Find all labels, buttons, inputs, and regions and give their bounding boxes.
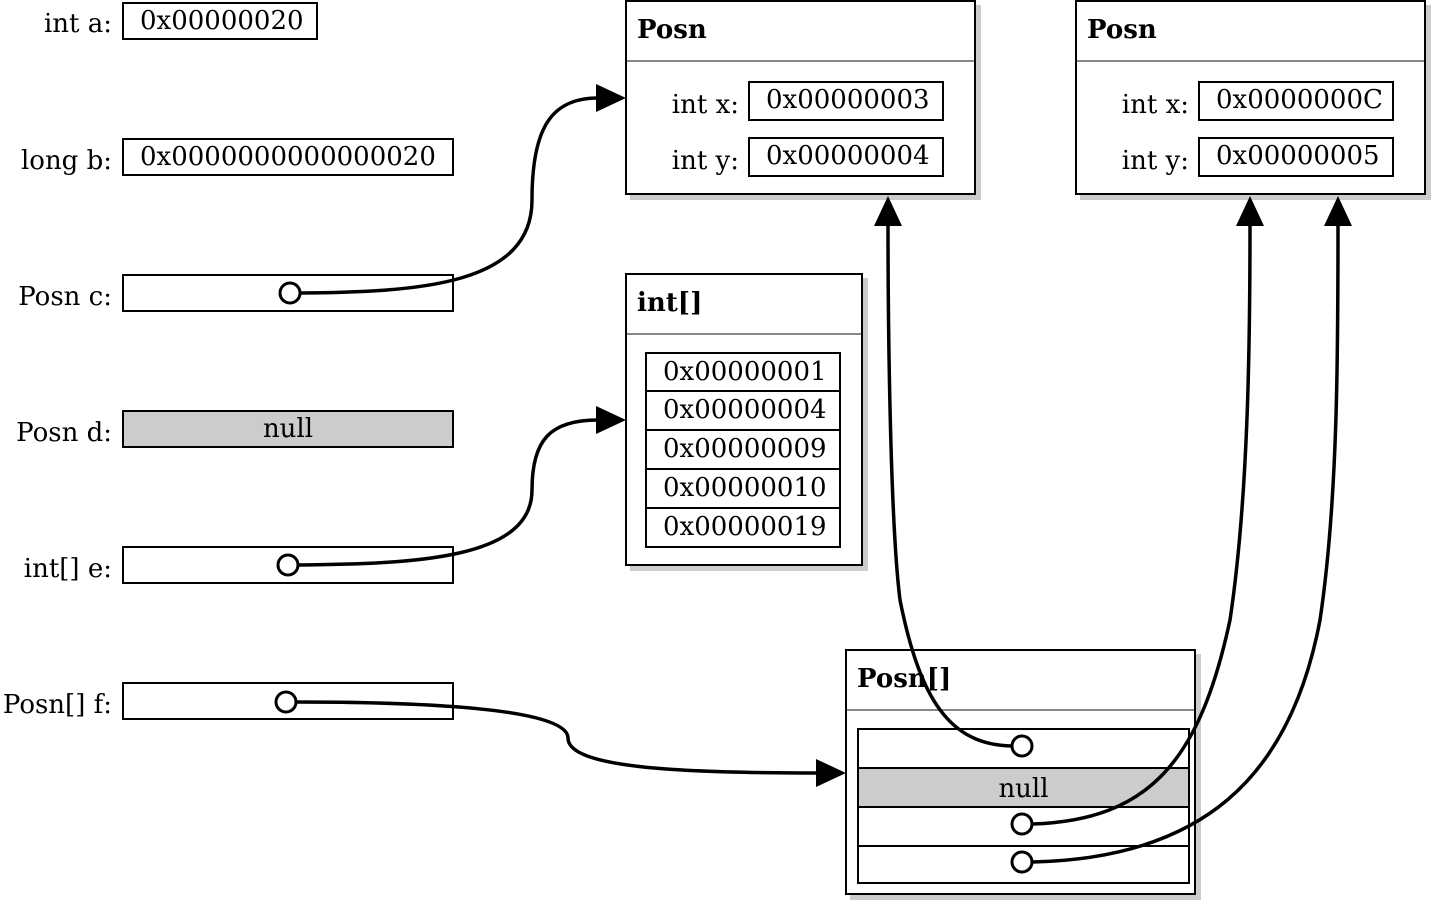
posn-object-2-x-value: 0x0000000C bbox=[1198, 81, 1394, 121]
posn-object-1-x-value: 0x00000003 bbox=[748, 81, 944, 121]
var-f-label: Posn[] f: bbox=[2, 690, 112, 720]
arrowhead-posn1-from-slot0 bbox=[874, 196, 902, 226]
posn-object-1-y-label: int y: bbox=[671, 146, 739, 176]
var-e-reference-box bbox=[122, 546, 454, 584]
posn-object-2-x-label: int x: bbox=[1121, 90, 1189, 120]
var-c-label: Posn c: bbox=[18, 282, 112, 312]
posn-object-2-title: Posn bbox=[1087, 15, 1157, 45]
posn-array-slot-1-null: null bbox=[857, 767, 1190, 808]
var-b-label: long b: bbox=[20, 146, 112, 176]
arrow-c-to-posn1 bbox=[299, 96, 599, 295]
arrowhead-posn2-from-slot2 bbox=[1236, 196, 1264, 226]
var-a-value: 0x00000020 bbox=[122, 2, 318, 40]
var-d-null-value: null bbox=[122, 410, 454, 448]
posn-object-2-y-value: 0x00000005 bbox=[1198, 137, 1394, 177]
int-array-element-2: 0x00000009 bbox=[645, 429, 841, 470]
posn-object-1-y-value: 0x00000004 bbox=[748, 137, 944, 177]
int-array-element-0: 0x00000001 bbox=[645, 352, 841, 392]
var-a-label: int a: bbox=[43, 9, 112, 39]
arrowhead-int-array-from-e bbox=[596, 406, 626, 434]
posn-array-title: Posn[] bbox=[857, 664, 952, 694]
var-d-label: Posn d: bbox=[16, 418, 112, 448]
arrowhead-posn-array-from-f bbox=[816, 759, 846, 787]
arrowhead-posn1-from-c bbox=[596, 84, 626, 112]
var-f-reference-box bbox=[122, 682, 454, 720]
posn-array-object: Posn[] null bbox=[845, 649, 1196, 895]
posn-array-slot-3 bbox=[857, 845, 1190, 884]
posn-object-1: Posn int x: 0x00000003 int y: 0x00000004 bbox=[625, 0, 976, 195]
var-e-label: int[] e: bbox=[23, 554, 112, 584]
posn-object-2-separator bbox=[1077, 60, 1424, 62]
int-array-element-3: 0x00000010 bbox=[645, 468, 841, 509]
int-array-title: int[] bbox=[637, 288, 703, 318]
var-b-value: 0x0000000000000020 bbox=[122, 138, 454, 176]
int-array-element-1: 0x00000004 bbox=[645, 390, 841, 431]
posn-array-slot-0 bbox=[857, 728, 1190, 769]
posn-object-1-x-label: int x: bbox=[671, 90, 739, 120]
arrowhead-posn2-from-slot3 bbox=[1324, 196, 1352, 226]
posn-array-separator bbox=[847, 709, 1194, 711]
posn-object-2: Posn int x: 0x0000000C int y: 0x00000005 bbox=[1075, 0, 1426, 195]
int-array-object: int[] 0x00000001 0x00000004 0x00000009 0… bbox=[625, 273, 863, 566]
posn-array-slot-2 bbox=[857, 806, 1190, 847]
int-array-separator bbox=[627, 333, 861, 335]
posn-object-1-title: Posn bbox=[637, 15, 707, 45]
posn-object-2-y-label: int y: bbox=[1121, 146, 1189, 176]
int-array-element-4: 0x00000019 bbox=[645, 507, 841, 548]
var-c-reference-box bbox=[122, 274, 454, 312]
posn-object-1-separator bbox=[627, 60, 974, 62]
